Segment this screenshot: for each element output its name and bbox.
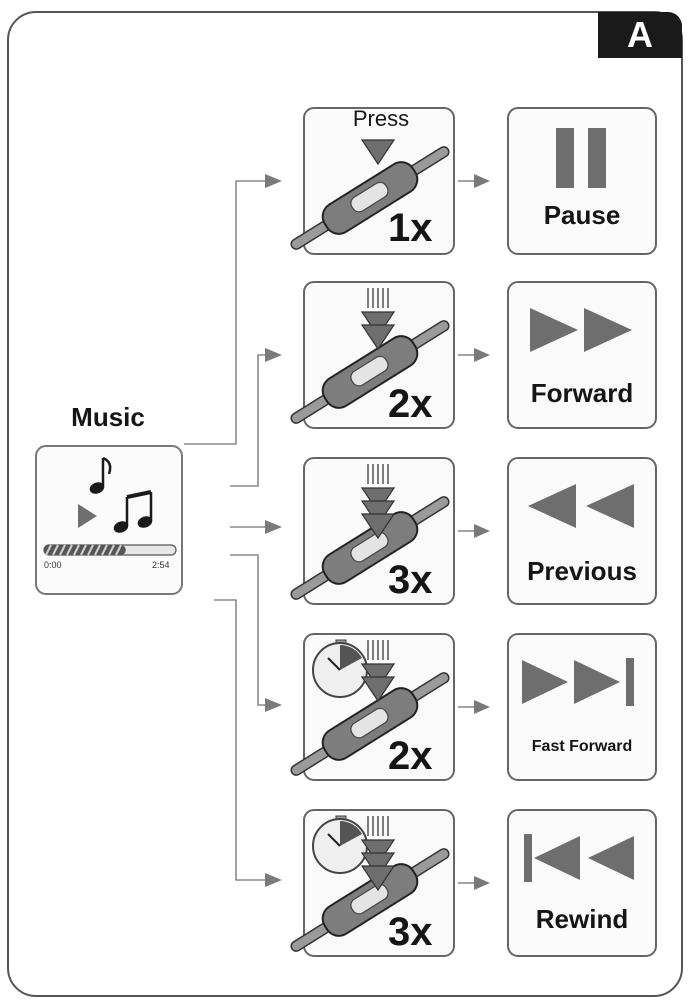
music-player-panel <box>35 445 183 595</box>
action-label-forward: Forward <box>530 378 634 408</box>
result-panel-4 <box>507 633 657 781</box>
press-arrow-icon-5 <box>360 816 396 892</box>
press-label: Press <box>352 106 410 131</box>
press-count-5: 3x <box>388 910 433 954</box>
result-arrowhead-1 <box>474 174 490 188</box>
connector-4 <box>230 554 265 706</box>
action-row-3 <box>290 457 657 605</box>
result-arrowhead-4 <box>474 700 490 714</box>
music-notes-icon <box>89 456 153 533</box>
stopwatch-icon-5 <box>312 815 368 874</box>
connector-arrowhead-2 <box>265 348 282 362</box>
connector-5 <box>214 599 265 881</box>
remote-control-icon-4 <box>290 672 450 776</box>
skip-forward-icon <box>522 658 634 706</box>
skip-back-icon <box>524 834 634 882</box>
result-arrowhead-3 <box>474 524 490 538</box>
progress-stripes <box>45 544 122 556</box>
press-arrow-icon-4 <box>360 640 396 703</box>
corner-label: A <box>598 12 682 58</box>
action-label-pause: Pause <box>543 200 621 230</box>
action-row-2 <box>290 281 657 429</box>
connector-1 <box>184 180 265 445</box>
remote-control-icon-3 <box>290 496 450 600</box>
remote-control-icon-2 <box>290 320 450 424</box>
press-count-1: 1x <box>388 206 433 250</box>
remote-control-icon-5 <box>290 848 450 952</box>
connector-arrowhead-3 <box>265 520 282 534</box>
outer-frame <box>7 11 683 997</box>
press-count-4: 2x <box>388 734 433 778</box>
press-count-3: 3x <box>388 558 433 602</box>
action-label-rewind: Rewind <box>535 904 629 934</box>
fast-forward-icon <box>530 308 632 352</box>
play-icon <box>78 504 97 528</box>
connector-arrowhead-4 <box>265 698 282 712</box>
action-label-fast-forward: Fast Forward <box>531 738 633 755</box>
previous-icon <box>528 484 634 528</box>
press-count-2: 2x <box>388 382 433 426</box>
pause-icon <box>556 128 606 188</box>
time-end: 2:54 <box>152 560 170 570</box>
result-arrowhead-2 <box>474 348 490 362</box>
connectors <box>184 180 265 881</box>
result-arrowhead-5 <box>474 876 490 890</box>
connector-arrowhead-5 <box>265 873 282 887</box>
connector-arrowhead-1 <box>265 174 282 188</box>
music-title: Music <box>71 402 145 432</box>
action-row-5 <box>290 809 657 957</box>
press-arrow-icon-1 <box>360 139 396 166</box>
press-arrow-icon-3 <box>360 464 396 540</box>
connector-arrowheads <box>265 174 282 887</box>
action-row-4 <box>290 633 657 781</box>
action-row-1 <box>290 107 657 255</box>
press-arrow-icon-2 <box>360 288 396 351</box>
connector-2 <box>230 354 265 487</box>
time-start: 0:00 <box>44 560 62 570</box>
remote-control-icon-1 <box>290 146 450 250</box>
music-player-box <box>35 445 183 595</box>
result-panel-1 <box>507 107 657 255</box>
action-label-previous: Previous <box>527 556 637 586</box>
